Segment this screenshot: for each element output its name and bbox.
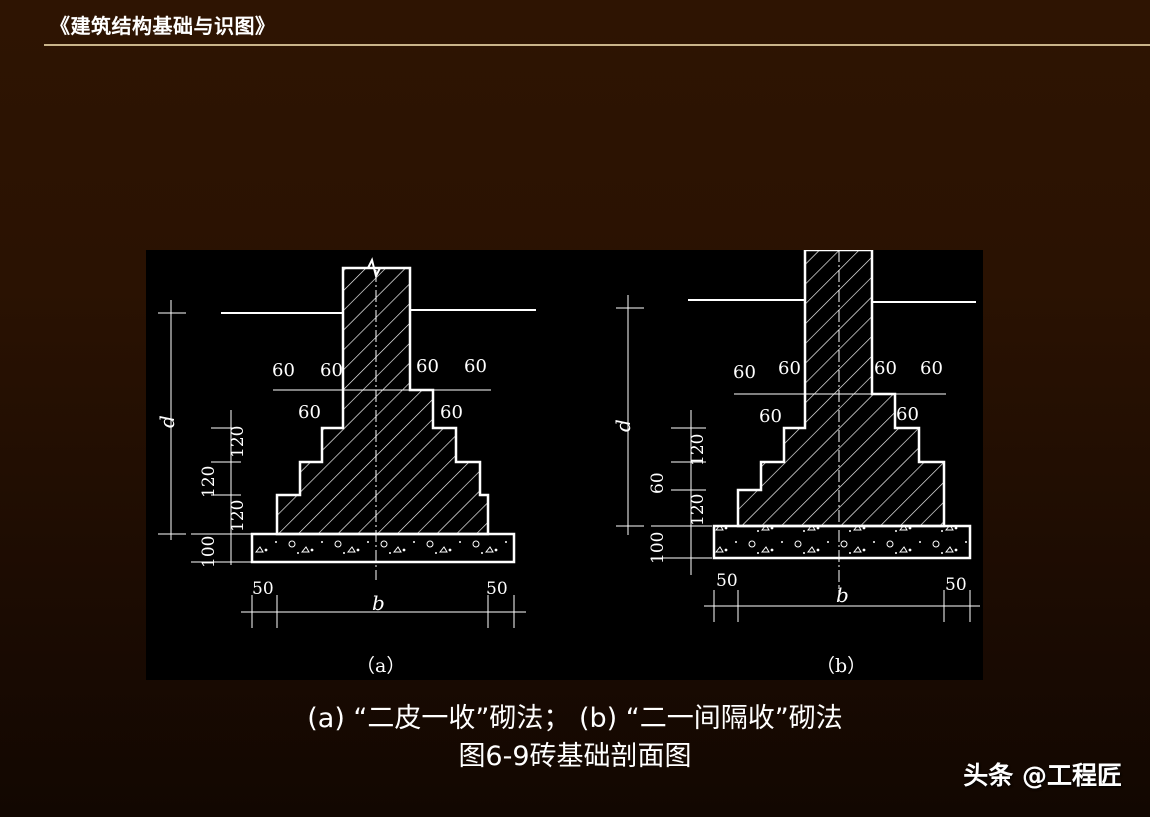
dim-b-120-1: 120	[688, 434, 708, 466]
dim-a-120-3: 120	[228, 500, 248, 532]
dim-b-60-2: 60	[778, 358, 801, 379]
dim-a-60-4: 60	[464, 356, 487, 377]
width-label-b: b	[836, 583, 849, 607]
header-rule	[44, 44, 1150, 46]
dim-a-120-1: 120	[228, 426, 248, 458]
dim-b-50-left: 50	[716, 571, 738, 591]
dim-a-50-right: 50	[486, 579, 508, 599]
caption-line-1: (a) “二皮一收”砌法； (b) “二一间隔收”砌法	[307, 703, 843, 734]
dim-b-60-6: 60	[896, 404, 919, 425]
dim-a-60-5: 60	[298, 402, 321, 423]
dim-a-60-3: 60	[416, 356, 439, 377]
concrete-cushion-a	[250, 532, 516, 564]
dim-b-60-3: 60	[874, 358, 897, 379]
dim-a-60-6: 60	[440, 402, 463, 423]
header-title: 《建筑结构基础与识图》	[50, 14, 276, 38]
foundation-section-drawings: 60 60 60 60 60 60 120 120 120 100	[155, 250, 980, 677]
diagram-b: 60 60 60 60 60 60 120 60 120 100 d	[611, 250, 980, 677]
diagram-a: 60 60 60 60 60 60 120 120 120 100	[155, 257, 536, 677]
depth-label-b: d	[611, 419, 635, 432]
depth-label-a: d	[155, 415, 179, 428]
brick-footing-b	[736, 250, 946, 528]
width-label-a: b	[372, 591, 385, 615]
dim-b-50-right: 50	[945, 575, 967, 595]
diagram-b-tag: （b）	[816, 655, 866, 677]
dim-a-100: 100	[199, 536, 219, 568]
dim-b-60-5: 60	[759, 406, 782, 427]
dim-b-120-2: 120	[688, 494, 708, 526]
dim-a-120-2: 120	[199, 466, 219, 498]
figure-title: 图6-9砖基础剖面图	[458, 741, 692, 772]
diagram-a-tag: （a）	[356, 655, 405, 677]
dim-a-60-1: 60	[272, 360, 295, 381]
brick-footing-a	[275, 266, 490, 536]
dim-b-60-4: 60	[920, 358, 943, 379]
dim-b-60-v: 60	[648, 472, 668, 494]
dim-a-50-left: 50	[252, 579, 274, 599]
concrete-cushion-b	[712, 524, 972, 560]
dim-a-60-2: 60	[320, 360, 343, 381]
dim-b-60-1: 60	[733, 362, 756, 383]
header: 《建筑结构基础与识图》	[0, 0, 1150, 46]
watermark: 头条 @工程匠	[963, 761, 1122, 790]
dim-b-100: 100	[648, 532, 668, 564]
figure-panel: 60 60 60 60 60 60 120 120 120 100	[146, 250, 983, 680]
